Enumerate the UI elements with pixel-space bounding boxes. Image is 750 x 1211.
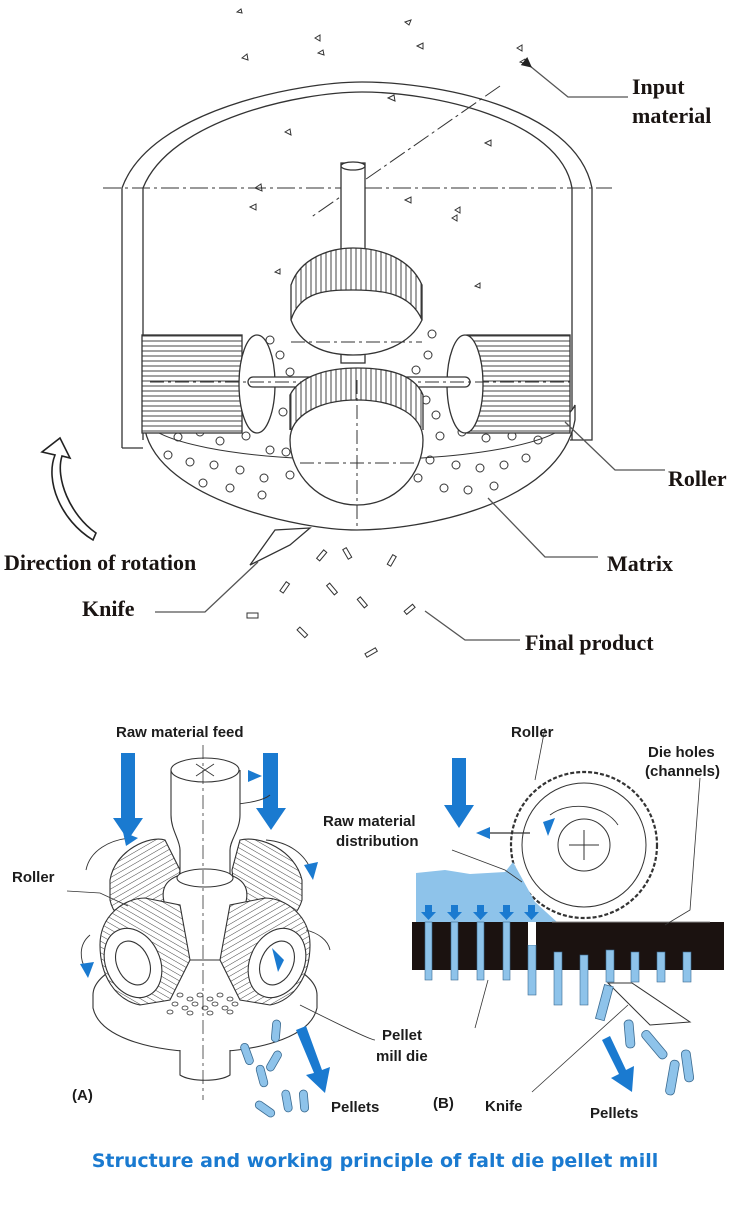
panel-label-b: (B) bbox=[433, 1095, 454, 1112]
feed-arrow-b-icon bbox=[444, 758, 474, 828]
die-holes-a bbox=[166, 992, 249, 1016]
label-raw-material-feed: Raw material feed bbox=[116, 724, 244, 741]
diagram-a bbox=[66, 745, 376, 1118]
label-roller-b: Roller bbox=[511, 724, 554, 741]
knife bbox=[249, 527, 312, 566]
label-input-material-1: Input bbox=[632, 74, 685, 99]
label-die-holes-2: (channels) bbox=[645, 763, 720, 780]
housing-inner bbox=[142, 91, 573, 440]
feed-line bbox=[309, 85, 501, 219]
label-die-holes-1: Die holes bbox=[648, 744, 715, 761]
label-matrix: Matrix bbox=[607, 551, 673, 576]
pellets-arrow-a-icon bbox=[296, 1026, 330, 1093]
housing-outer bbox=[121, 81, 593, 448]
label-pellet-mill-die-1: Pellet bbox=[382, 1027, 422, 1044]
pellets-a bbox=[240, 1019, 310, 1118]
input-particles bbox=[235, 8, 527, 289]
final-product-pellets bbox=[246, 546, 416, 658]
flow-arrows-b bbox=[421, 905, 539, 920]
label-direction-of-rotation: Direction of rotation bbox=[4, 550, 196, 575]
label-pellet-mill-die-2: mill die bbox=[376, 1048, 428, 1065]
roller-right bbox=[466, 334, 571, 434]
feed-arrow-left-icon bbox=[113, 753, 143, 840]
label-knife: Knife bbox=[82, 596, 135, 621]
knife-b bbox=[606, 982, 692, 1026]
label-pellets-b: Pellets bbox=[590, 1105, 638, 1122]
pellets-arrow-b-icon bbox=[602, 1036, 634, 1092]
diagram-b bbox=[412, 727, 724, 1096]
rotation-arrowhead-icon bbox=[248, 770, 262, 782]
label-raw-material-distribution-2: distribution bbox=[336, 833, 419, 850]
panel-label-a: (A) bbox=[72, 1087, 93, 1104]
figure-caption: Structure and working principle of falt … bbox=[91, 1150, 659, 1172]
label-raw-material-distribution-1: Raw material bbox=[323, 813, 416, 830]
label-input-material-2: material bbox=[632, 103, 711, 128]
rotation-arrow-icon bbox=[40, 436, 97, 542]
feed-arrow-right-icon bbox=[256, 753, 286, 830]
label-roller: Roller bbox=[668, 466, 727, 491]
die-channels bbox=[424, 921, 692, 1006]
label-roller-a: Roller bbox=[12, 869, 55, 886]
label-knife-b: Knife bbox=[485, 1098, 523, 1115]
die-plate-b bbox=[412, 922, 724, 970]
label-pellets-a: Pellets bbox=[331, 1099, 379, 1116]
pellets-b bbox=[594, 984, 695, 1096]
roller-left bbox=[141, 334, 243, 434]
flat-die-mill-drawing bbox=[40, 8, 665, 658]
label-final-product: Final product bbox=[525, 630, 654, 655]
